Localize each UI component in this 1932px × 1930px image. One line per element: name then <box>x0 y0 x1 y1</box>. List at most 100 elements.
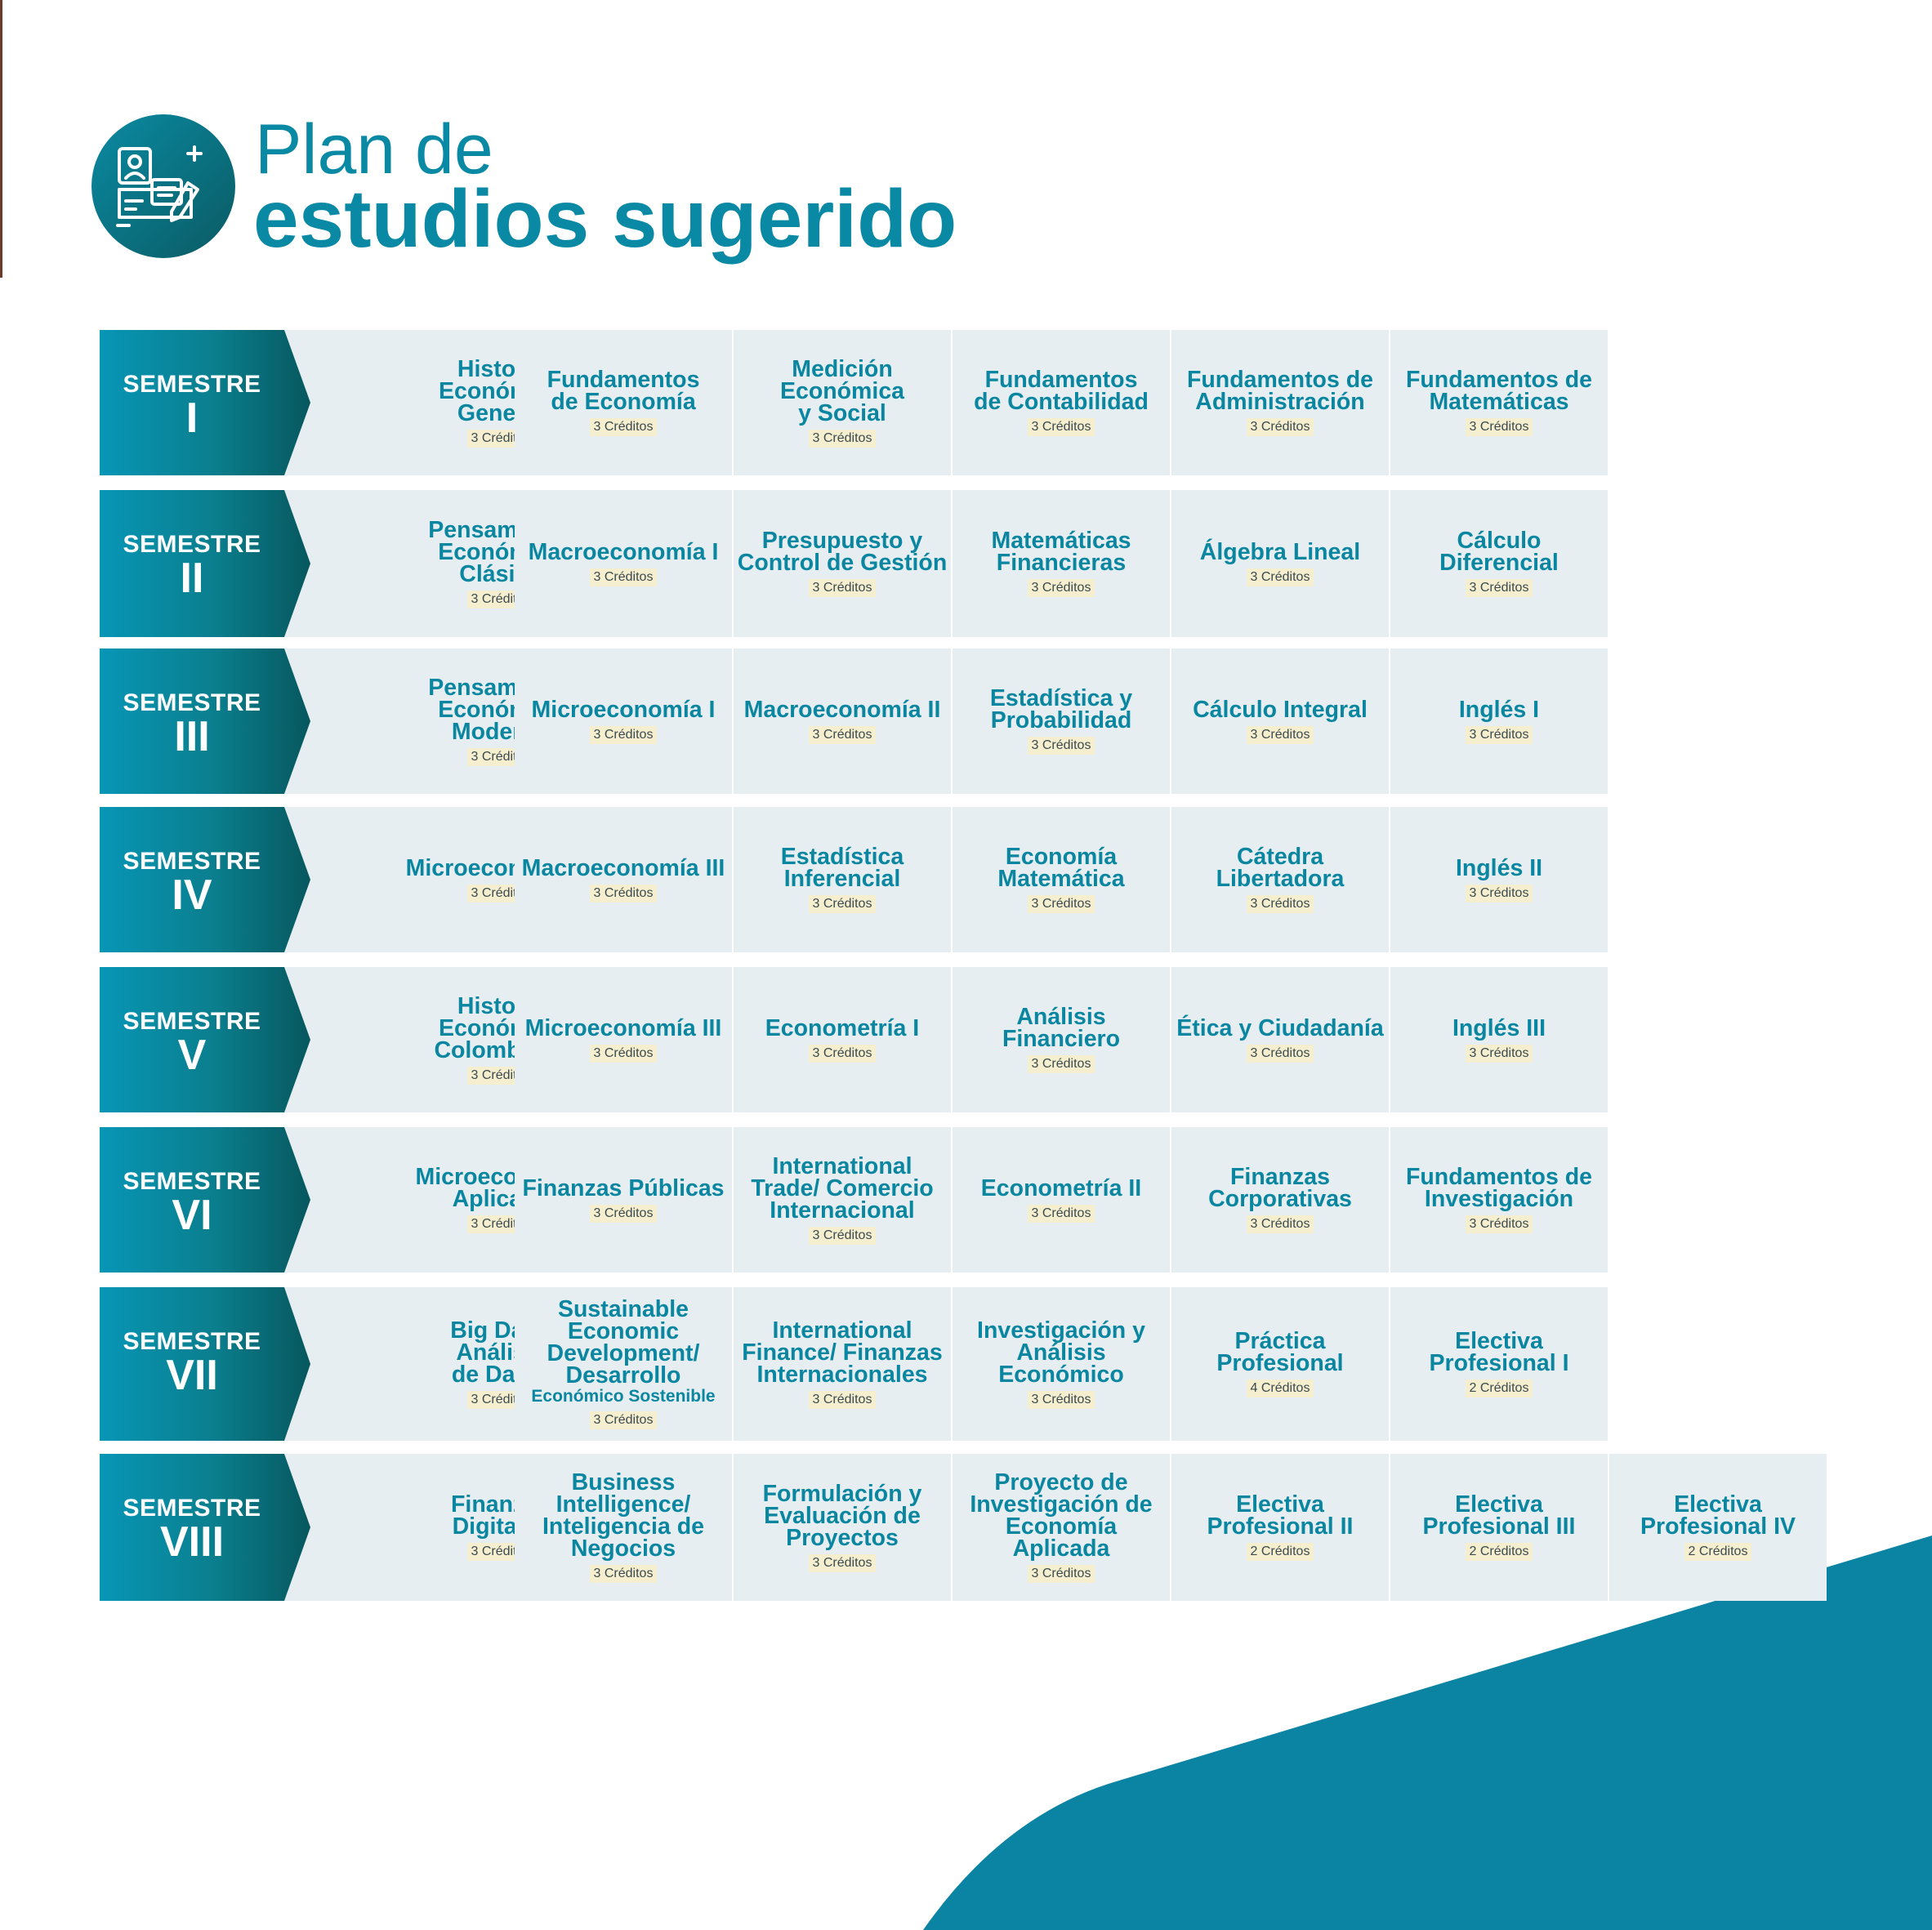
course-name: Matemáticas Financieras <box>991 528 1131 576</box>
course-name: Finanzas Corporativas <box>1208 1164 1352 1212</box>
credits-badge: 3 Créditos <box>808 1226 877 1245</box>
course-name: Medición Económica y Social <box>779 355 905 426</box>
semester-numeral: V <box>177 1032 207 1079</box>
credits-badge: 3 Créditos <box>1246 418 1314 436</box>
course-name: Electiva Profesional III <box>1422 1491 1576 1540</box>
credits-badge: 3 Créditos <box>1246 895 1314 913</box>
course-cell: Medición Económica y Social 3 Créditos <box>734 330 951 475</box>
course-name: Finanzas Públicas <box>522 1174 725 1201</box>
course-name: Análisis Financiero <box>1002 1004 1121 1052</box>
credits-badge: 2 Créditos <box>1246 1543 1314 1561</box>
course-name: Ética y Ciudadanía <box>1176 1014 1384 1041</box>
course-name: Estadística Inferencial <box>780 844 904 892</box>
semester-word: SEMESTRE <box>123 1168 261 1195</box>
credits-badge: 3 Créditos <box>808 429 877 448</box>
course-cell: International Finance/ Finanzas Internac… <box>734 1287 951 1441</box>
left-edge-strip <box>0 0 2 278</box>
credits-badge: 3 Créditos <box>589 1204 658 1223</box>
credits-badge: 3 Créditos <box>1465 418 1533 436</box>
course-name: Formulación y Evaluación de Proyectos <box>762 1480 922 1551</box>
course-name: Investigación y Análisis Económico <box>977 1317 1145 1388</box>
course-name: Fundamentos de Administración <box>1186 367 1373 415</box>
semester-numeral: VII <box>166 1352 218 1399</box>
course-cell: Finanzas Públicas 3 Créditos <box>515 1127 732 1273</box>
course-name: Inglés I <box>1458 696 1540 723</box>
course-name: Fundamentos de Economía <box>547 367 700 415</box>
semester-numeral: VI <box>172 1192 212 1239</box>
credits-badge: 2 Créditos <box>1465 1380 1533 1397</box>
course-name: Cátedra Libertadora <box>1216 844 1345 892</box>
semester-numeral: I <box>185 394 199 442</box>
credits-badge: 3 Créditos <box>1027 895 1095 913</box>
credits-badge: 3 Créditos <box>1465 1044 1533 1063</box>
course-name: Inglés III <box>1452 1014 1546 1041</box>
course-name: Práctica Profesional <box>1216 1328 1344 1376</box>
semester-numeral: II <box>180 555 204 602</box>
course-name: Cálculo Diferencial <box>1439 528 1559 576</box>
course-name: Estadística y Probabilidad <box>989 685 1133 733</box>
course-name: Microeconomía I <box>531 696 716 723</box>
semester-word: SEMESTRE <box>123 1495 261 1522</box>
credits-badge: 3 Créditos <box>1027 418 1095 436</box>
course-cell: Inglés I 3 Créditos <box>1390 649 1608 794</box>
credits-badge: 3 Créditos <box>1027 1055 1095 1073</box>
credits-badge: 3 Créditos <box>589 1565 658 1583</box>
course-name: Sustainable Economic Development/ Desarr… <box>547 1296 700 1388</box>
credits-badge: 3 Créditos <box>1246 568 1314 586</box>
course-cell: Cátedra Libertadora 3 Créditos <box>1171 807 1389 952</box>
credits-badge: 3 Créditos <box>1246 725 1314 744</box>
course-name: Proyecto de Investigación de Economía Ap… <box>970 1469 1153 1562</box>
course-cell: Análisis Financiero 3 Créditos <box>953 967 1170 1112</box>
credits-badge: 3 Créditos <box>1465 725 1533 744</box>
title-line-1: Plan de <box>255 110 493 189</box>
course-name: Econometría I <box>765 1014 920 1041</box>
course-name: International Finance/ Finanzas Internac… <box>742 1317 943 1388</box>
course-cell: Estadística Inferencial 3 Créditos <box>734 807 951 952</box>
course-cell: Sustainable Economic Development/ Desarr… <box>515 1287 732 1441</box>
credits-badge: 3 Créditos <box>1246 1215 1314 1233</box>
course-name: Macroeconomía II <box>743 696 941 723</box>
semester-word: SEMESTRE <box>123 371 261 398</box>
course-cell: International Trade/ Comercio Internacio… <box>734 1127 951 1273</box>
credits-badge: 3 Créditos <box>808 725 877 744</box>
semester-numeral: VIII <box>159 1518 225 1566</box>
credits-badge: 3 Créditos <box>1465 579 1533 597</box>
course-cell: Cálculo Diferencial 3 Créditos <box>1390 490 1608 637</box>
course-name: Business Intelligence/ Inteligencia de N… <box>542 1469 704 1562</box>
study-plan-icon <box>91 114 235 258</box>
course-name: Inglés II <box>1455 854 1543 881</box>
course-name: Electiva Profesional I <box>1429 1328 1569 1376</box>
credits-badge: 3 Créditos <box>1465 1215 1533 1233</box>
credits-badge: 2 Créditos <box>1684 1543 1752 1561</box>
credits-badge: 3 Créditos <box>1027 1204 1095 1223</box>
semester-word: SEMESTRE <box>123 848 261 875</box>
course-name: Microeconomía III <box>524 1014 722 1041</box>
course-name: Econometría II <box>980 1174 1142 1201</box>
semester-word: SEMESTRE <box>123 689 261 716</box>
credits-badge: 3 Créditos <box>1027 579 1095 597</box>
credits-badge: 3 Créditos <box>808 895 877 913</box>
